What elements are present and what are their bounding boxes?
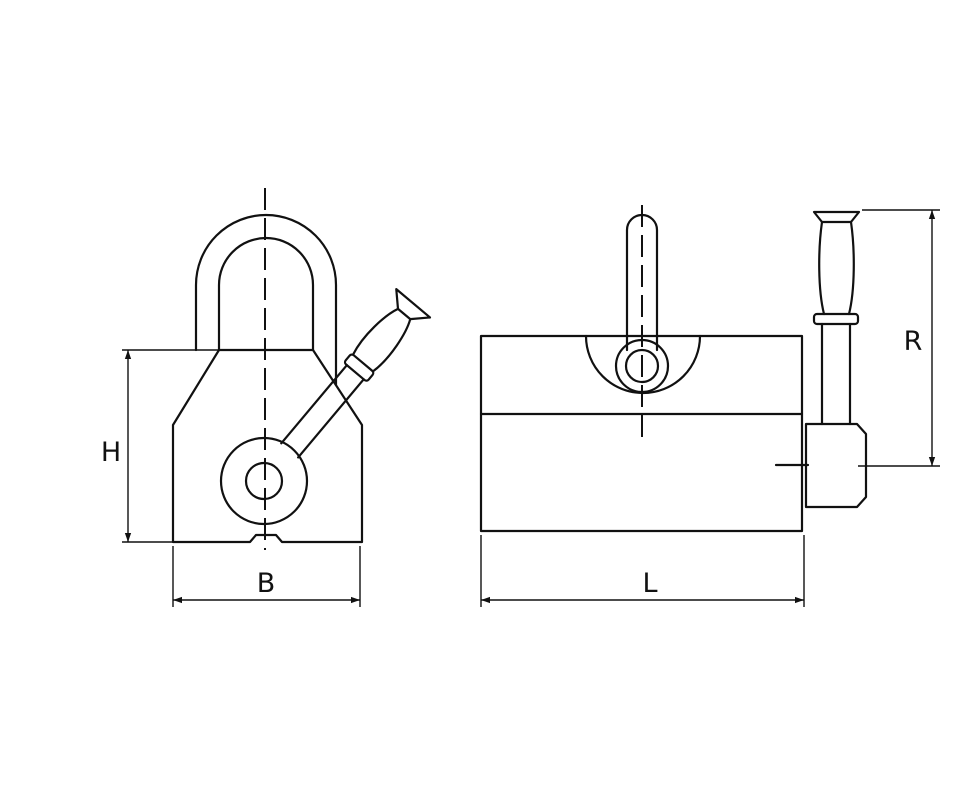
dimension-l: L	[480, 535, 805, 607]
rotation-hub	[219, 436, 309, 526]
dimension-b: B	[172, 546, 361, 607]
side-lever	[774, 210, 868, 509]
release-lever-arm	[280, 288, 432, 459]
dimension-label-r: R	[904, 326, 923, 357]
front-view	[171, 188, 432, 550]
side-view	[479, 205, 868, 533]
dimension-h: H	[101, 349, 219, 543]
dimension-label-b: B	[257, 568, 276, 599]
dimension-label-h: H	[101, 437, 121, 468]
front-housing-outline	[171, 348, 364, 544]
dimension-label-l: L	[642, 568, 657, 599]
dimension-r: R	[858, 209, 940, 467]
